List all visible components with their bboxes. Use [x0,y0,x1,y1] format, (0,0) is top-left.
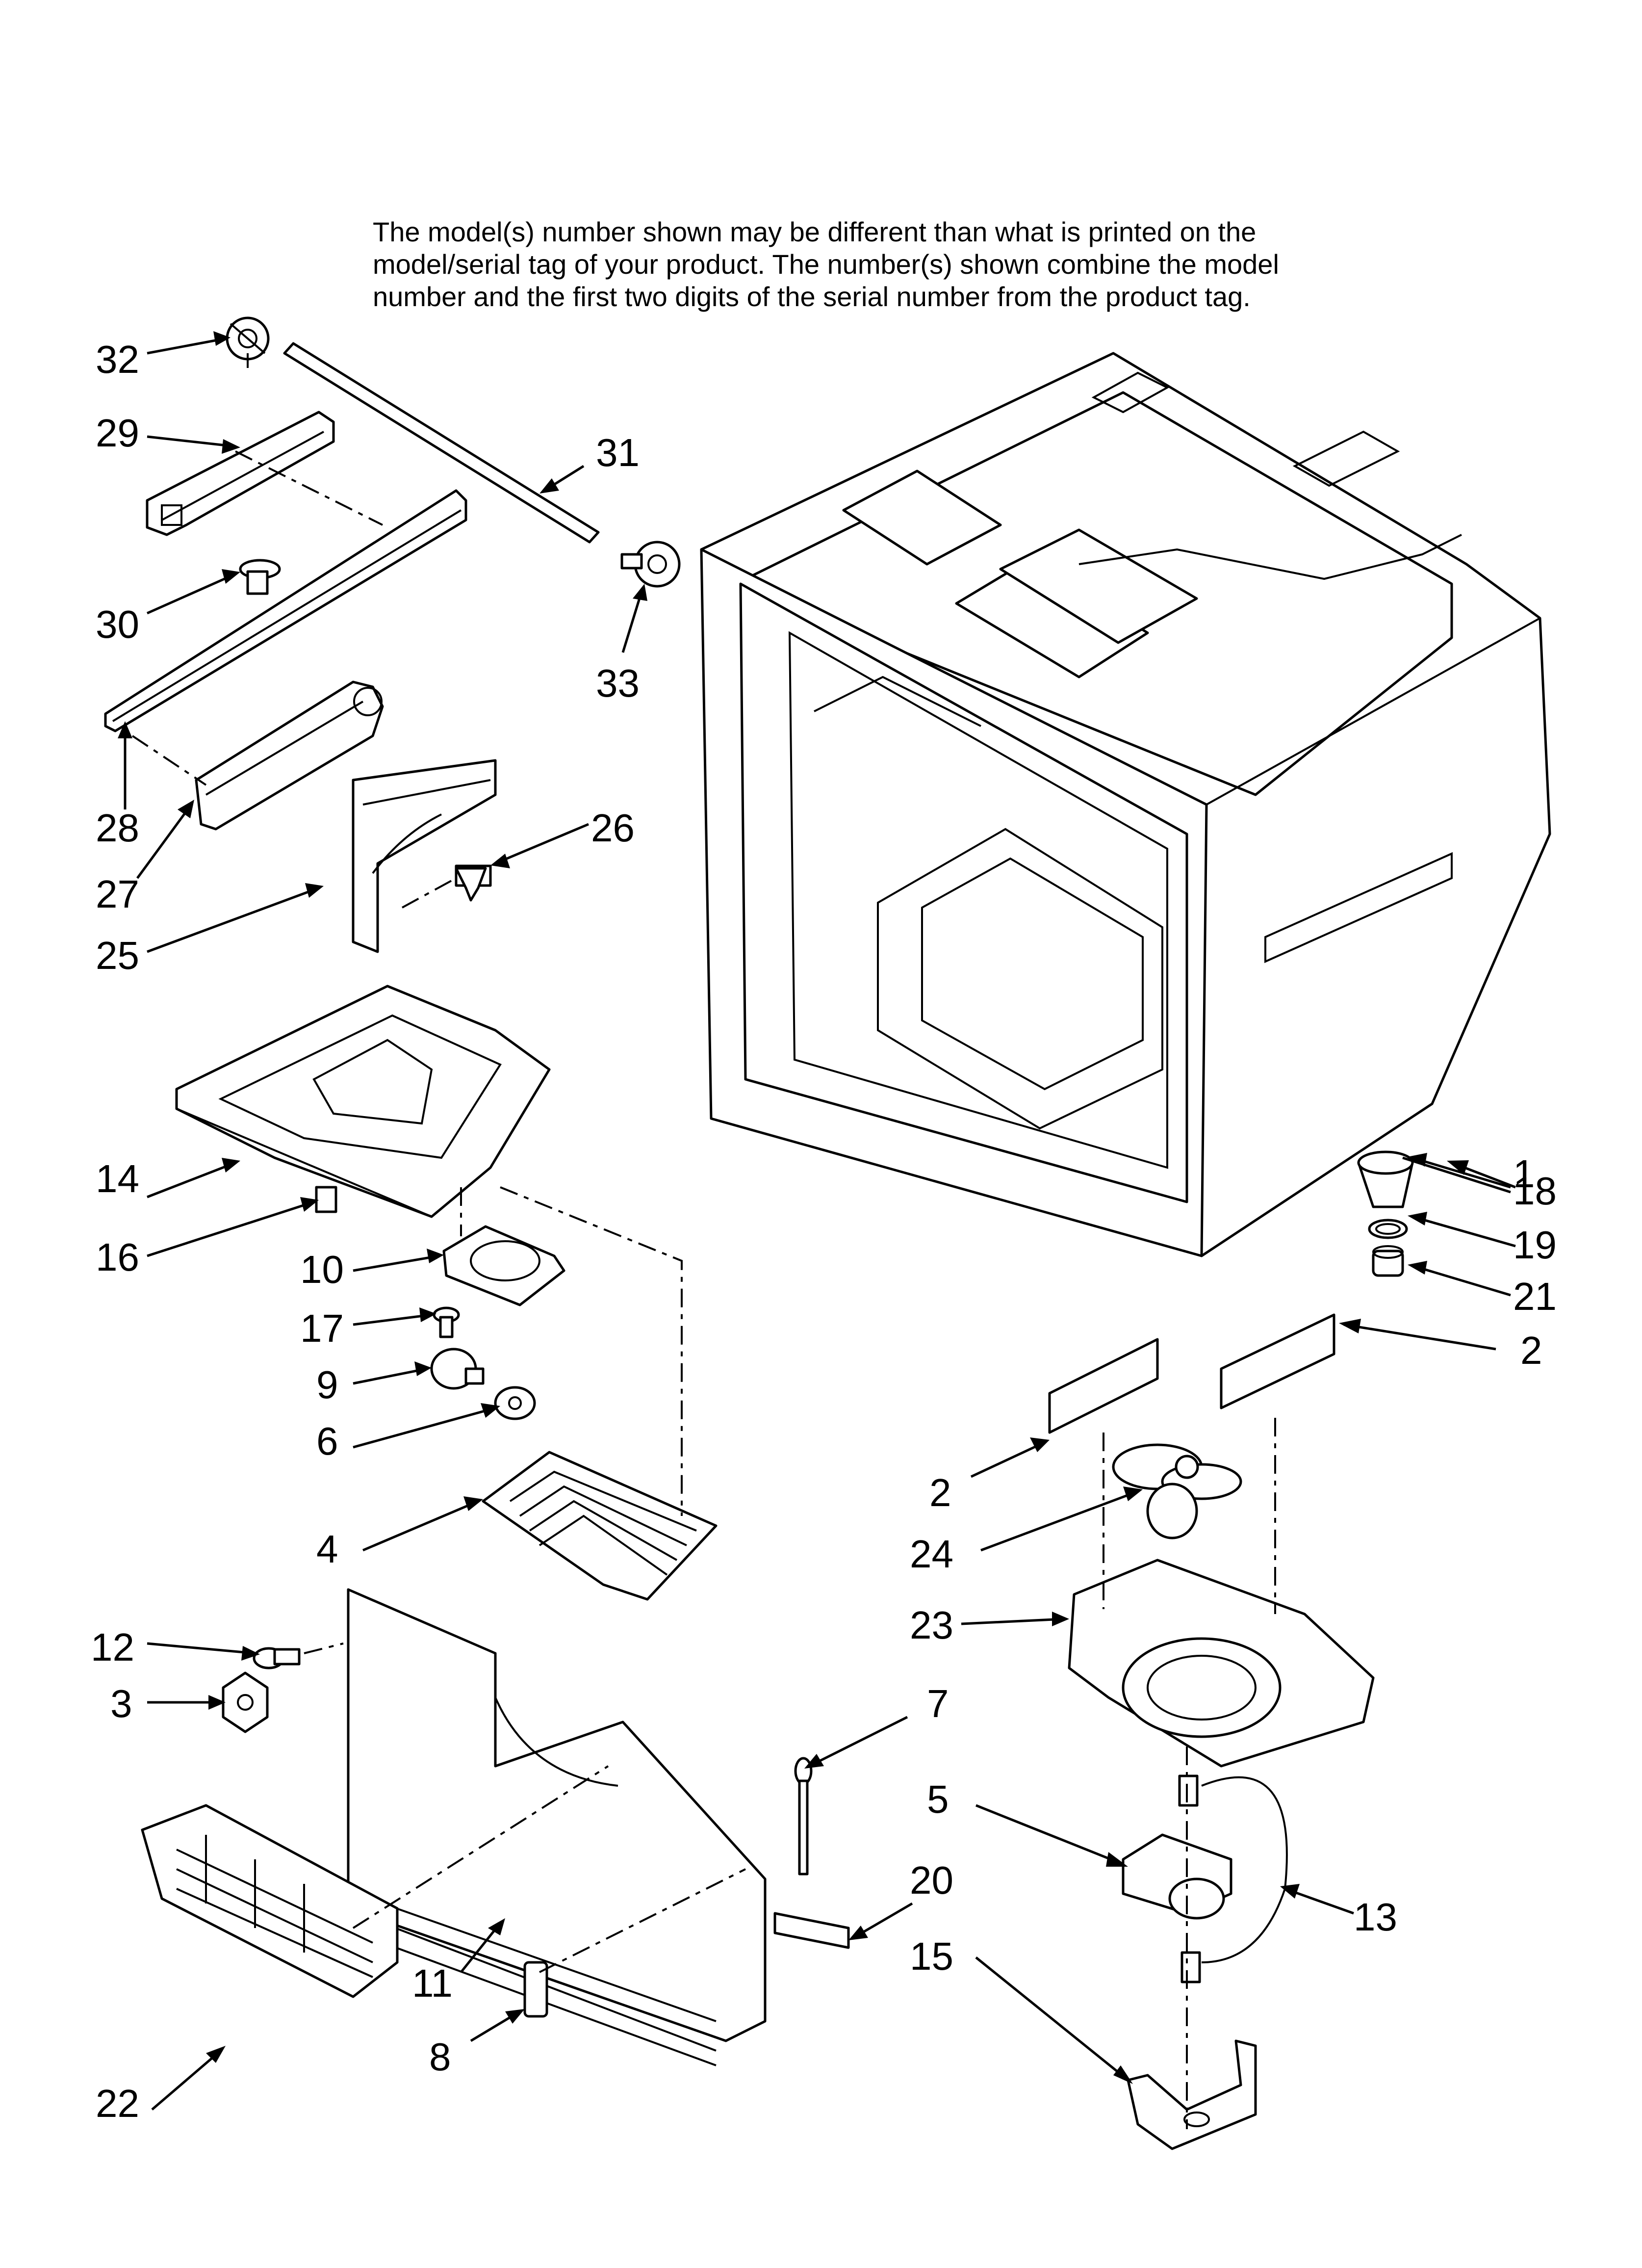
callout-8: 8 [429,2035,451,2079]
part-4-drain-tray [482,1451,718,1601]
note-line-1: The model(s) number shown may be differe… [373,216,1257,247]
part-19-o-ring [1368,1219,1408,1239]
part-28-rail [104,489,467,732]
part-12-screw [253,1647,301,1669]
callout-21: 21 [1513,1275,1557,1318]
callout-17: 17 [300,1306,344,1350]
callout-10: 10 [300,1248,344,1291]
part-15-motor-bracket [1127,2039,1257,2150]
part-2-insulation-pad-right [1220,1313,1335,1409]
part-8-thermistor [523,1961,548,2018]
part-3-thermostat [222,1671,269,1733]
part-6-socket [494,1386,536,1420]
callout-30: 30 [96,602,139,646]
part-29-slide-bracket [146,411,335,536]
callout-28: 28 [96,806,139,850]
part-10-light-shield [442,1225,565,1306]
note-line-2: model/serial tag of your product. The nu… [373,249,1279,280]
callout-6: 6 [316,1419,338,1463]
part-32-gear [226,316,270,361]
callout-numbers: 1 2 2 3 4 5 6 7 8 9 10 11 12 13 14 15 16… [91,338,1557,2125]
part-5-fan-motor [1122,1774,1232,1983]
callout-25: 25 [96,934,139,977]
part-14-housing [175,985,551,1218]
part-31-shaft [283,342,600,544]
part-25-bracket [352,759,497,953]
callout-7: 7 [927,1682,949,1725]
model-number-note: The model(s) number shown may be differe… [373,216,1452,313]
leader-lines [118,331,1516,2111]
part-21-plug [1372,1245,1404,1277]
callout-19: 19 [1513,1223,1557,1267]
assembly-lines [131,353,1276,2129]
callout-32: 32 [96,338,139,381]
part-20-foam-strip [773,1912,850,1949]
part-23-fan-shroud [1068,1559,1375,1768]
part-9-light-bulb [430,1348,485,1390]
callout-24: 24 [910,1532,953,1576]
callout-15: 15 [910,1934,953,1978]
callout-26: 26 [591,806,635,850]
callout-33: 33 [596,661,640,705]
part-33-gear [620,541,681,588]
part-13-wire-harness [1201,1776,1288,1963]
part-27-slide-bracket [195,680,384,831]
callout-9: 9 [316,1363,338,1407]
callout-16: 16 [96,1235,139,1279]
part-18-drain-cup [1357,1150,1414,1208]
callout-23: 23 [910,1603,953,1647]
part-22-grille [141,1804,399,1998]
callout-12: 12 [91,1625,134,1669]
part-24-fan-blade [1112,1443,1242,1539]
callout-13: 13 [1354,1895,1397,1939]
callout-22: 22 [96,2082,139,2125]
part-1-freezer-liner [700,352,1551,1257]
callout-14: 14 [96,1157,139,1200]
callout-1: 1 [1513,1152,1535,1196]
callout-2-left: 2 [929,1471,951,1514]
callout-27: 27 [96,872,139,916]
note-line-3: number and the first two digits of the s… [373,281,1251,312]
callout-5: 5 [927,1777,949,1821]
callout-18: 18 [1513,1169,1557,1213]
part-26-screw [455,864,492,902]
callout-20: 20 [910,1858,953,1902]
callout-4: 4 [316,1527,338,1571]
part-7-probe [794,1757,813,1876]
callout-29: 29 [96,411,139,455]
part-2-insulation-pad-left [1048,1338,1159,1434]
part-16-connector [315,1186,337,1213]
callout-11: 11 [412,1961,453,2005]
callout-2-right: 2 [1520,1329,1542,1372]
part-30-screw [239,559,281,595]
part-17-screw [433,1306,460,1338]
callout-31: 31 [596,431,640,474]
part-11-rear-panel [347,1588,767,2066]
callout-3: 3 [110,1682,132,1725]
